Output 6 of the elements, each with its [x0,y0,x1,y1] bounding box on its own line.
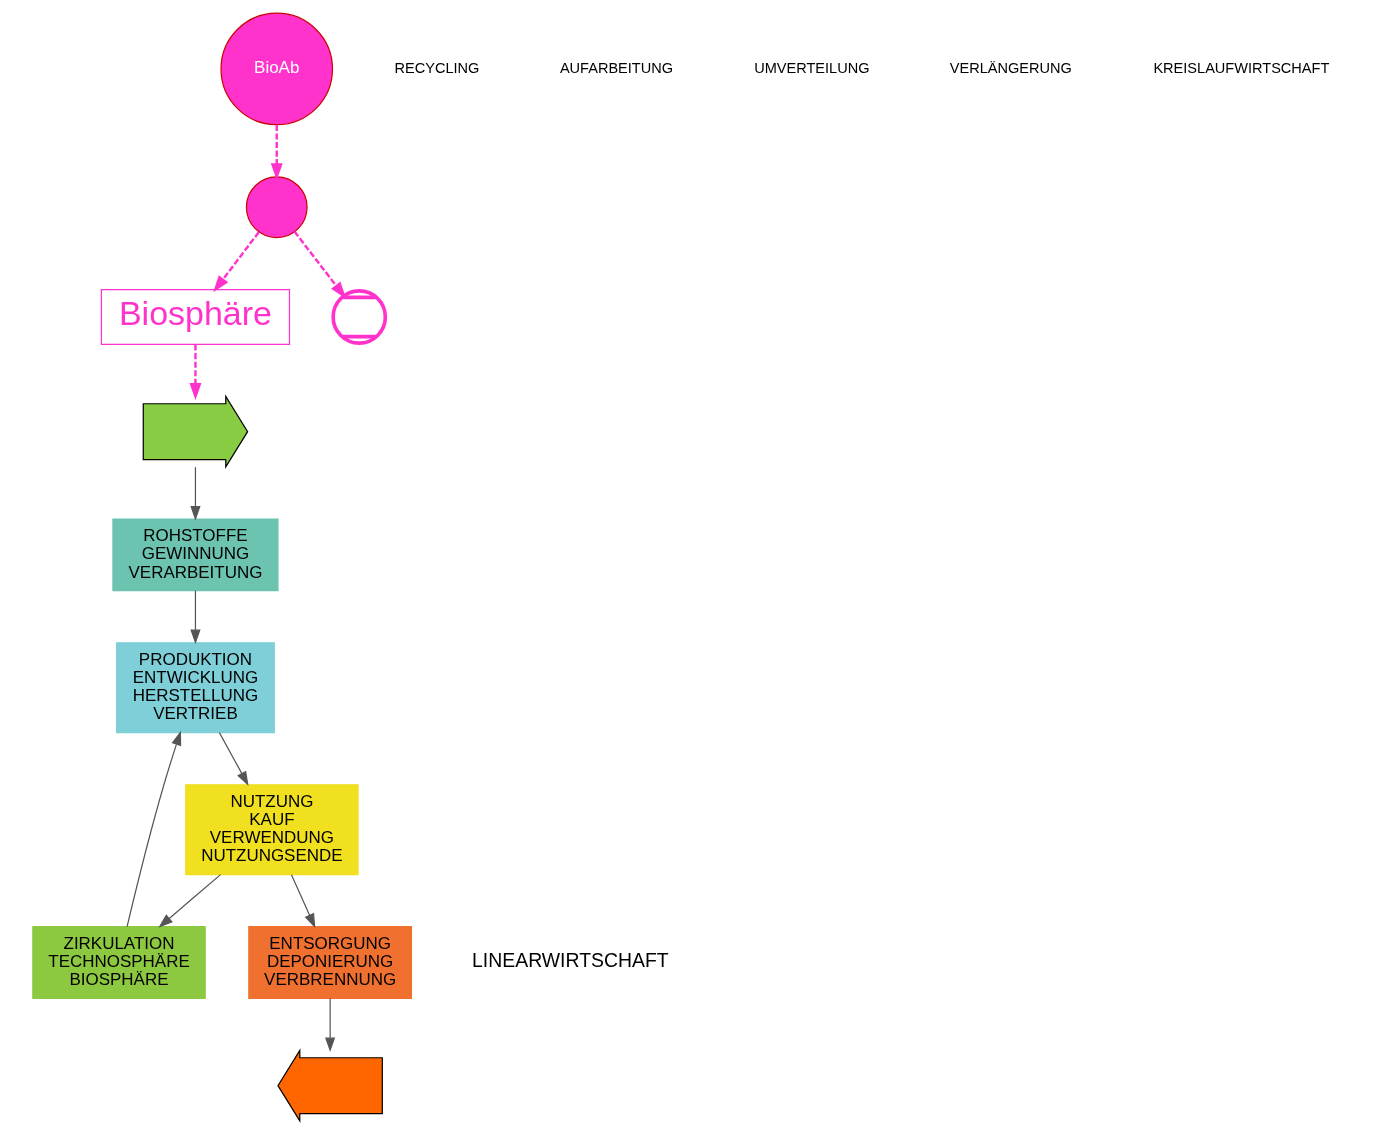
label: VERLÄNGERUNG [949,59,1072,76]
label: UMVERTEILUNG [754,59,870,76]
label: RECYCLING [394,59,480,76]
label: KREISLAUFWIRTSCHAFT [1153,59,1330,76]
label: AUFARBEITUNG [559,59,674,76]
node-label: LINEARWIRTSCHAFT [472,949,669,972]
